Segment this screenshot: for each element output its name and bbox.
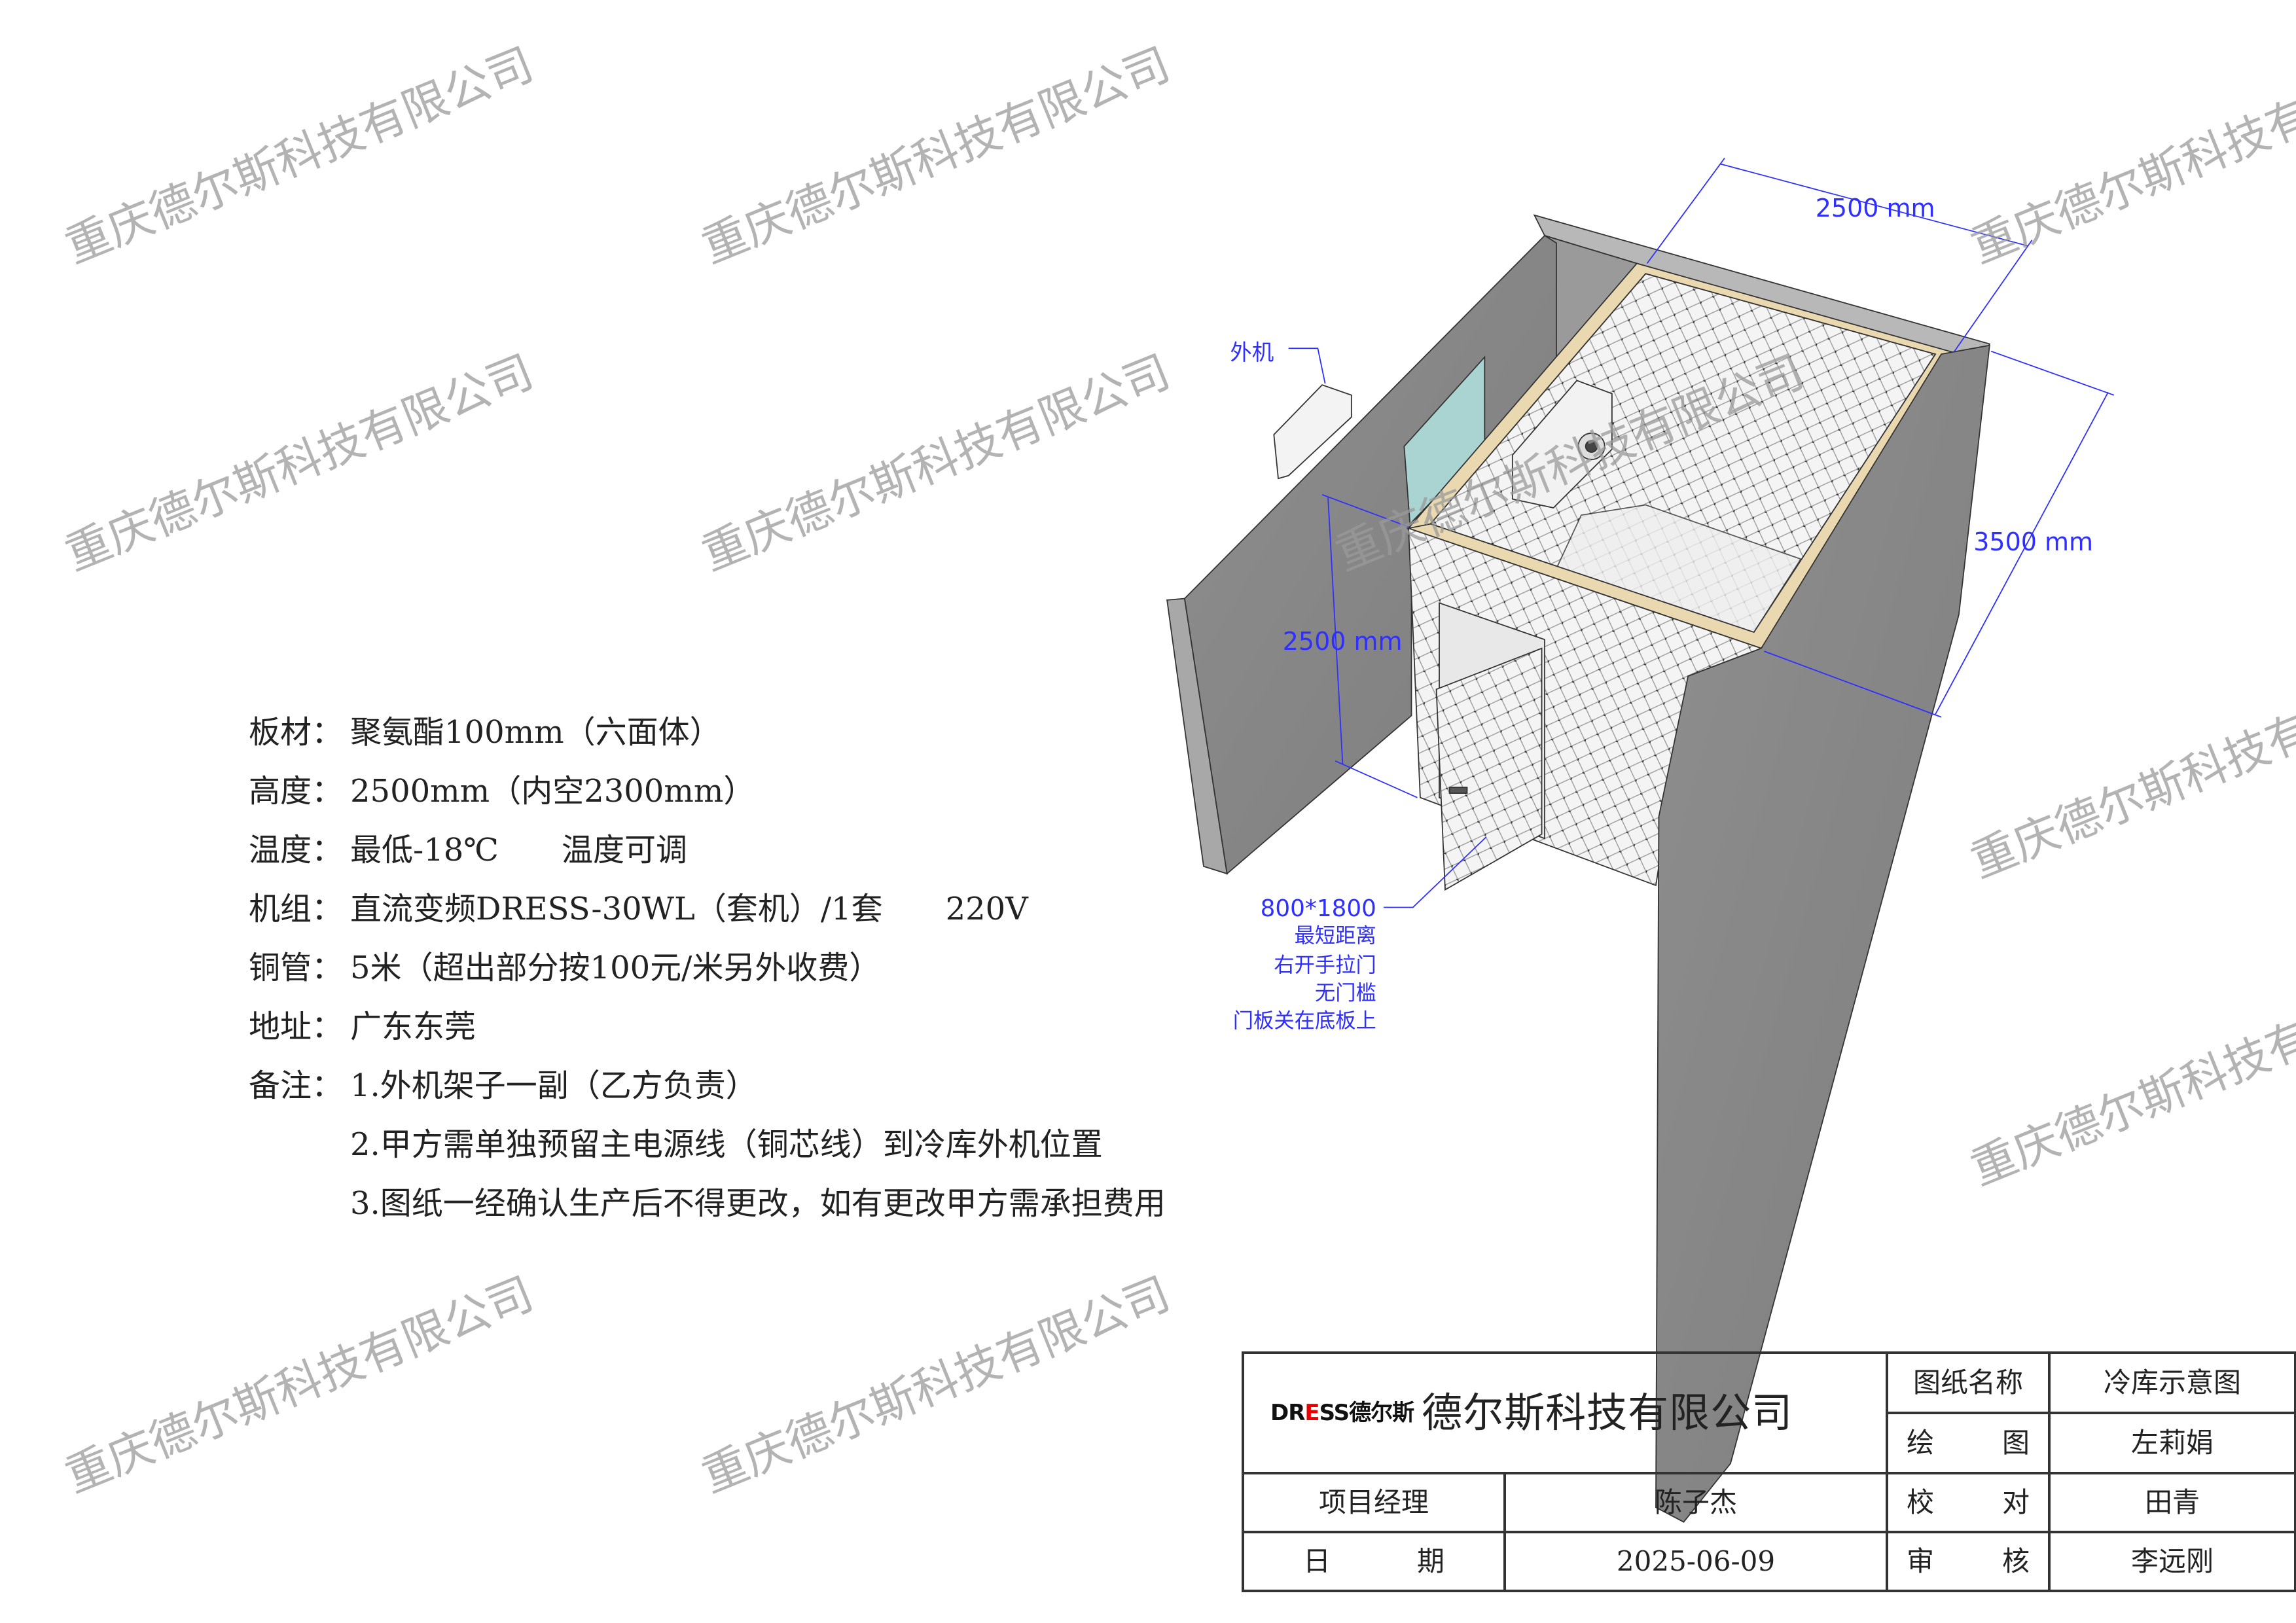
width-dimension: 2500 mm [1816,194,1935,223]
date: 2025-06-09 [1503,1531,1889,1592]
note-copper-pipe: 铜管：5米（超出部分按100元/米另外收费） [249,950,881,986]
door-handle-icon [1448,787,1468,794]
date-label: 日期 [1242,1531,1506,1592]
review-label: 审核 [1886,1531,2051,1592]
drawn-by: 左莉娟 [2048,1412,2296,1474]
note-remark-2: 2.甲方需单独预留主电源线（铜芯线）到冷库外机位置 [350,1126,1103,1163]
reviewed-by: 李远刚 [2048,1531,2296,1592]
outdoor-unit-label: 外机 [1230,340,1274,365]
door-note: 无门槛 [1315,981,1376,1005]
door-notes: 800*1800 最短距离 右开手拉门 无门槛 门板关在底板上 [1233,895,1376,1033]
fan-hub-icon [1585,440,1598,453]
check-label: 校对 [1886,1472,2051,1533]
door-leaf [1435,647,1543,891]
pm-label: 项目经理 [1242,1472,1506,1533]
spec-notes: 板材：聚氨酯100mm（六面体） 高度：2500mm（内空2300mm） 温度：… [249,703,1166,1233]
depth-dimension: 3500 mm [1973,527,2093,556]
note-panel: 板材：聚氨酯100mm（六面体） [249,714,721,751]
dimension-lines [1288,157,2115,908]
company-name: 德尔斯科技有限公司 [1422,1389,1793,1436]
evaporator-unit [1511,380,1613,508]
checked-by: 田青 [2048,1472,2296,1533]
height-dimension: 2500 mm [1283,627,1403,656]
drawing-name: 冷库示意图 [2048,1351,2296,1414]
note-height: 高度：2500mm（内空2300mm） [249,773,755,810]
door-note: 最短距离 [1295,924,1376,948]
door-size: 800*1800 [1261,895,1376,922]
drawing-name-label: 图纸名称 [1886,1351,2051,1414]
door-note: 门板关在底板上 [1233,1009,1376,1033]
note-remarks: 备注：1.外机架子一副（乙方负责） [249,1067,757,1104]
pm: 陈子杰 [1503,1472,1889,1533]
outdoor-unit [1273,384,1352,480]
top-rim [1406,262,1956,649]
note-address: 地址：广东东莞 [249,1008,476,1045]
title-block: DRESS德尔斯 德尔斯科技有限公司 图纸名称 冷库示意图 绘图 左莉娟 项目经… [1241,1351,2296,1592]
company-cell: DRESS德尔斯 德尔斯科技有限公司 [1241,1351,1889,1474]
door-note: 右开手拉门 [1274,954,1376,977]
note-unit: 机组：直流变频DRESS-30WL（套机）/1套 220V [249,891,1028,927]
company-logo: DRESS德尔斯 [1270,1400,1414,1426]
note-remark-3: 3.图纸一经确认生产后不得更改，如有更改甲方需承担费用 [350,1185,1166,1222]
drawn-label: 绘图 [1886,1412,2051,1474]
note-temperature: 温度：最低-18℃ 温度可调 [249,832,687,868]
